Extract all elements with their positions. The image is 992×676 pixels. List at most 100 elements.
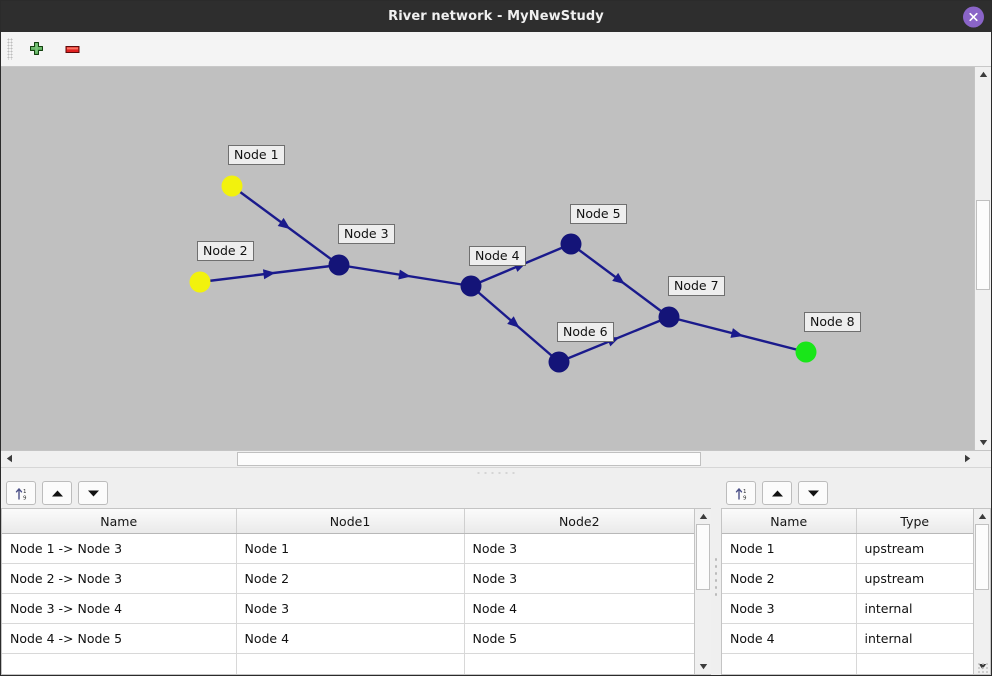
window-resize-grip[interactable] [977,662,988,673]
table-cell[interactable] [856,653,973,674]
table-cell[interactable]: internal [856,593,973,624]
table-cell[interactable]: upstream [856,533,973,564]
network-canvas-area: Node 1 Node 2 Node 3 Node 4 Node 5 Node 6 Node… [1,67,991,467]
vertical-splitter[interactable] [711,478,721,675]
add-node-button[interactable] [21,36,51,62]
nodes-vscroll-track[interactable] [974,524,990,659]
branches-vscroll-thumb[interactable] [696,524,710,590]
column-header-name[interactable]: Name [2,509,237,534]
branches-scroll-down-button[interactable] [695,659,711,674]
table-row-empty[interactable] [2,653,694,674]
network-node[interactable] [460,275,482,297]
table-cell[interactable]: Node 4 [464,593,694,624]
table-cell[interactable]: Node 5 [464,623,694,654]
node-label[interactable]: Node 6 [557,322,614,342]
scroll-right-button[interactable] [959,451,975,466]
canvas-vertical-scrollbar[interactable] [974,67,991,450]
table-row-empty[interactable] [722,653,973,674]
network-node[interactable] [560,233,582,255]
nodes-scroll-up-button[interactable] [974,509,990,524]
nodes-vscroll-thumb[interactable] [975,524,989,590]
canvas-vscroll-track[interactable] [975,82,991,435]
scroll-left-button[interactable] [1,451,17,466]
node-label[interactable]: Node 7 [668,276,725,296]
scroll-up-button[interactable] [975,67,991,82]
nodes-sort-button[interactable]: 1 9 [726,481,756,505]
node-label[interactable]: Node 5 [570,204,627,224]
network-node[interactable] [548,351,570,373]
table-cell[interactable]: Node 4 -> Node 5 [2,623,237,654]
canvas-hscroll-thumb[interactable] [237,452,701,466]
network-node[interactable] [795,341,817,363]
table-cell[interactable]: Node 3 -> Node 4 [2,593,237,624]
table-cell[interactable]: internal [856,623,973,654]
nodes-move-down-button[interactable] [798,481,828,505]
branches-move-up-button[interactable] [42,481,72,505]
node-label[interactable]: Node 8 [804,312,861,332]
toolbar-drag-grip[interactable] [7,38,13,60]
table-cell[interactable]: Node 3 [464,533,694,564]
table-cell[interactable]: Node 4 [722,623,857,654]
network-diagram[interactable]: Node 1 Node 2 Node 3 Node 4 Node 5 Node 6 Node… [1,67,974,450]
close-icon [969,12,978,21]
delete-node-button[interactable] [57,36,87,62]
table-cell[interactable] [2,653,237,674]
table-cell[interactable] [464,653,694,674]
edge-arrow-icon [262,269,276,280]
node-label[interactable]: Node 2 [197,241,254,261]
column-header-node2[interactable]: Node2 [464,509,694,534]
canvas-vscroll-thumb[interactable] [976,200,990,290]
branches-vscroll-track[interactable] [695,524,711,659]
close-button[interactable] [963,6,984,27]
branches-move-down-button[interactable] [78,481,108,505]
nodes-move-up-button[interactable] [762,481,792,505]
title-bar: River network - MyNewStudy [1,1,991,32]
table-cell[interactable]: Node 1 [722,533,857,564]
table-cell[interactable]: Node 3 [236,593,465,624]
node-label[interactable]: Node 1 [228,145,285,165]
branches-sort-button[interactable]: 1 9 [6,481,36,505]
table-cell[interactable]: Node 3 [464,563,694,594]
node-label[interactable]: Node 3 [338,224,395,244]
canvas-hscroll-track[interactable] [17,451,959,467]
branches-vertical-scrollbar[interactable] [694,509,711,674]
table-cell[interactable]: Node 1 [236,533,465,564]
horizontal-splitter[interactable] [1,467,991,478]
network-node[interactable] [221,175,243,197]
column-header-name[interactable]: Name [722,509,857,534]
table-cell[interactable] [722,653,857,674]
canvas-horizontal-scrollbar[interactable] [1,450,991,467]
svg-text:9: 9 [743,495,747,501]
splitter-grip-icon [714,555,718,598]
table-cell[interactable]: Node 2 -> Node 3 [2,563,237,594]
table-cell[interactable] [236,653,465,674]
network-node[interactable] [658,306,680,328]
network-node[interactable] [189,271,211,293]
table-cell[interactable]: Node 4 [236,623,465,654]
column-header-node1[interactable]: Node1 [236,509,465,534]
table-cell[interactable]: Node 1 -> Node 3 [2,533,237,564]
branches-scroll-up-button[interactable] [695,509,711,524]
nodes-vertical-scrollbar[interactable] [973,509,990,674]
table-cell[interactable]: Node 2 [236,563,465,594]
node-label[interactable]: Node 4 [469,246,526,266]
table-cell[interactable]: upstream [856,563,973,594]
table-cell[interactable]: Node 3 [722,593,857,624]
table-cell[interactable]: Node 2 [722,563,857,594]
network-node[interactable] [328,254,350,276]
column-header-type[interactable]: Type [856,509,973,534]
scroll-down-button[interactable] [975,435,991,450]
